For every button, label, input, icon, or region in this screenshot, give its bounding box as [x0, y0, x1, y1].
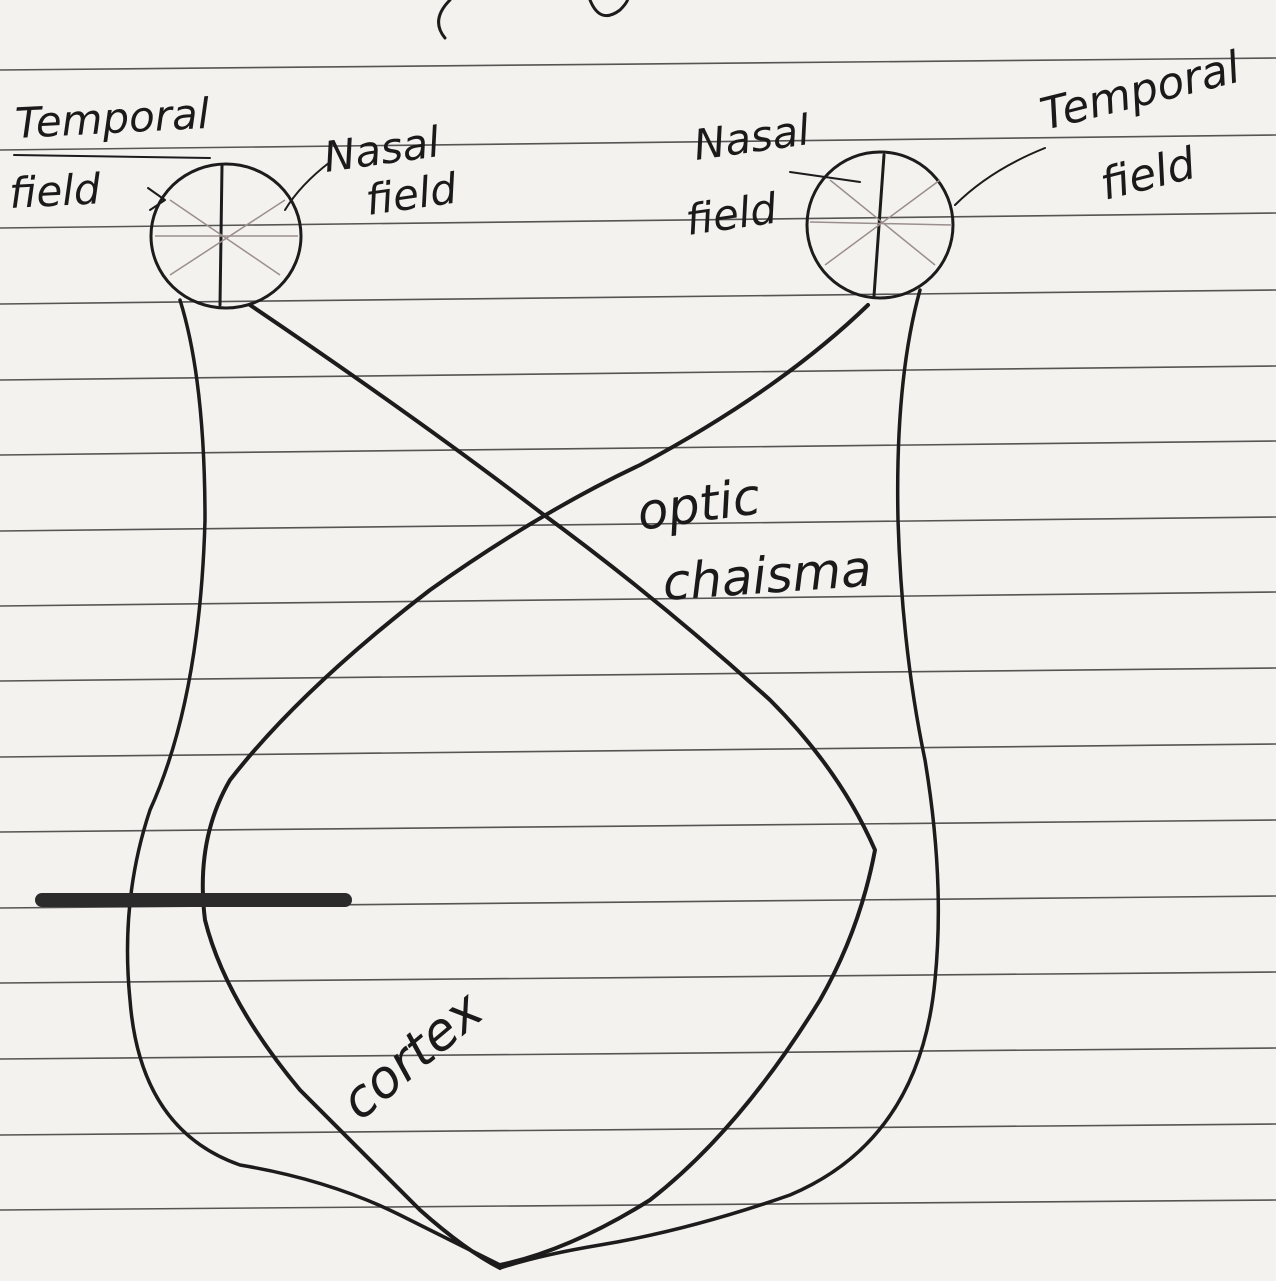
left-uncrossed-tract: [128, 300, 501, 1265]
right-temporal-label-2: field: [1095, 138, 1201, 211]
ruled-lines: [0, 58, 1276, 1210]
right-temporal-label-1: Temporal: [1035, 42, 1246, 141]
right-eye: [807, 152, 953, 298]
optic-chiasma-label-2: chaisma: [661, 540, 874, 612]
label-pointers: [14, 148, 1045, 210]
heading-fragment-2: [590, 0, 628, 16]
optic-chiasma-label-1: optic: [634, 467, 764, 542]
left-temporal-label-2: field: [8, 164, 102, 218]
left-eye: [151, 164, 301, 308]
right-nasal-label-2: field: [683, 184, 781, 245]
right-nasal-label-1: Nasal: [691, 105, 813, 170]
right-uncrossed-tract: [500, 290, 938, 1268]
left-temporal-label-1: Temporal: [14, 89, 211, 148]
heading-fragment: [439, 0, 450, 38]
